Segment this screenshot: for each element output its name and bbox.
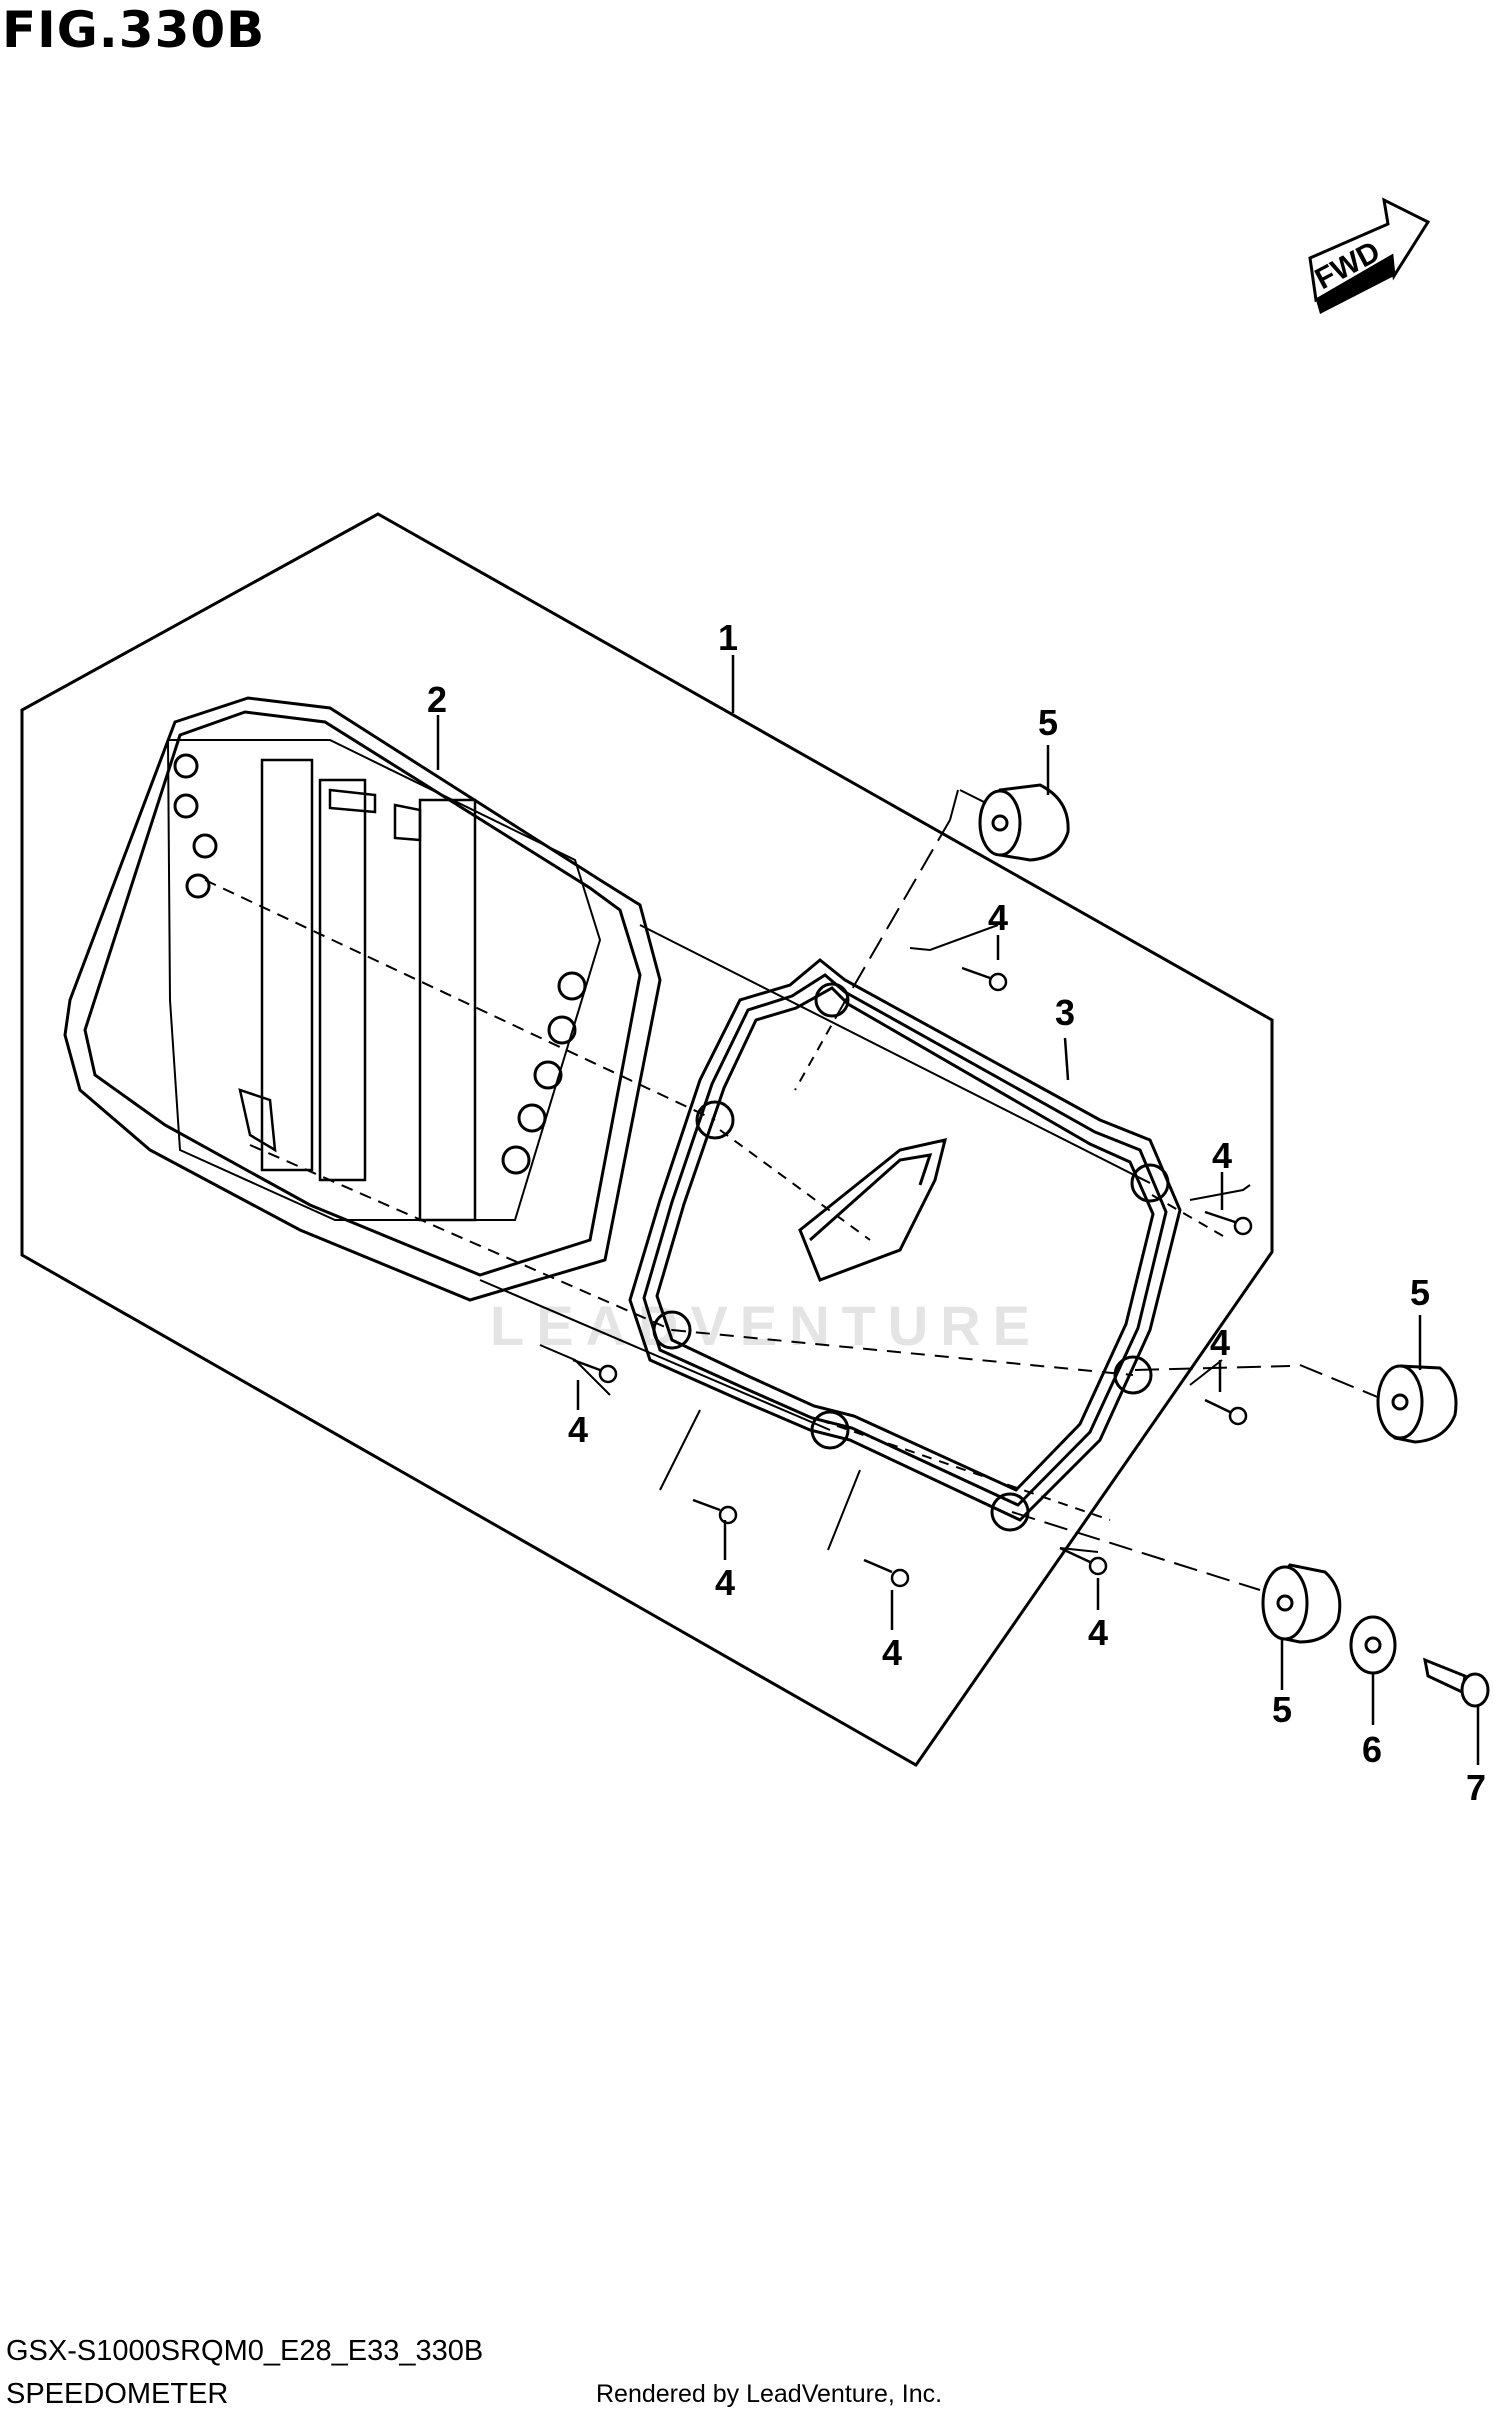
screw-icon	[692, 1498, 738, 1525]
screw-icon	[1204, 1210, 1253, 1236]
callout-5: 5	[1272, 1689, 1292, 1730]
callout-1: 1	[718, 617, 738, 658]
callout-3: 3	[1055, 992, 1075, 1033]
part-leaders	[436, 655, 1480, 1765]
callout-5: 5	[1038, 702, 1058, 743]
screw-leaders	[539, 924, 1251, 1553]
grommet-icon	[978, 783, 1070, 862]
fwd-arrow-icon: FWD	[1308, 197, 1431, 314]
render-credit: Rendered by LeadVenture, Inc.	[596, 2380, 943, 2408]
callout-4: 4	[1212, 1135, 1232, 1176]
watermark-text: LEADVENTURE	[490, 1294, 1042, 1357]
screw-icon	[1059, 1546, 1108, 1576]
callout-5: 5	[1410, 1272, 1430, 1313]
screw-icon	[961, 966, 1008, 992]
callout-4: 4	[988, 897, 1008, 938]
model-code: GSX-S1000SRQM0_E28_E33_330B	[6, 2335, 484, 2367]
figure-title: FIG.330B	[2, 1, 266, 59]
assembly-name: SPEEDOMETER	[6, 2378, 229, 2410]
callout-labels: 1 2 3 4 4 4 4 4 4 4 5 5 5 6 7	[427, 617, 1486, 1808]
alignment-lines	[204, 789, 1381, 1591]
grommet-icon	[1376, 1364, 1458, 1444]
callout-4: 4	[882, 1632, 902, 1673]
assembly-outline	[20, 512, 1274, 1767]
bolt-icon	[1423, 1657, 1490, 1708]
callout-2: 2	[427, 679, 447, 720]
screw-icon	[863, 1558, 910, 1588]
callout-6: 6	[1362, 1729, 1382, 1770]
callout-4: 4	[715, 1562, 735, 1603]
rear-cover	[628, 958, 1182, 1532]
screw-icons	[572, 966, 1253, 1588]
washer-icon	[1349, 1615, 1397, 1675]
grommet-icon	[1261, 1563, 1342, 1644]
callout-4: 4	[568, 1409, 588, 1450]
screw-icon	[1204, 1398, 1248, 1426]
grommet-icons	[978, 783, 1458, 1644]
callout-7: 7	[1466, 1767, 1486, 1808]
exploded-parts-diagram: LEADVENTURE FWD	[20, 197, 1490, 1808]
meter-housing	[63, 696, 662, 1302]
callout-4: 4	[1210, 1322, 1230, 1363]
callout-4: 4	[1088, 1612, 1108, 1653]
